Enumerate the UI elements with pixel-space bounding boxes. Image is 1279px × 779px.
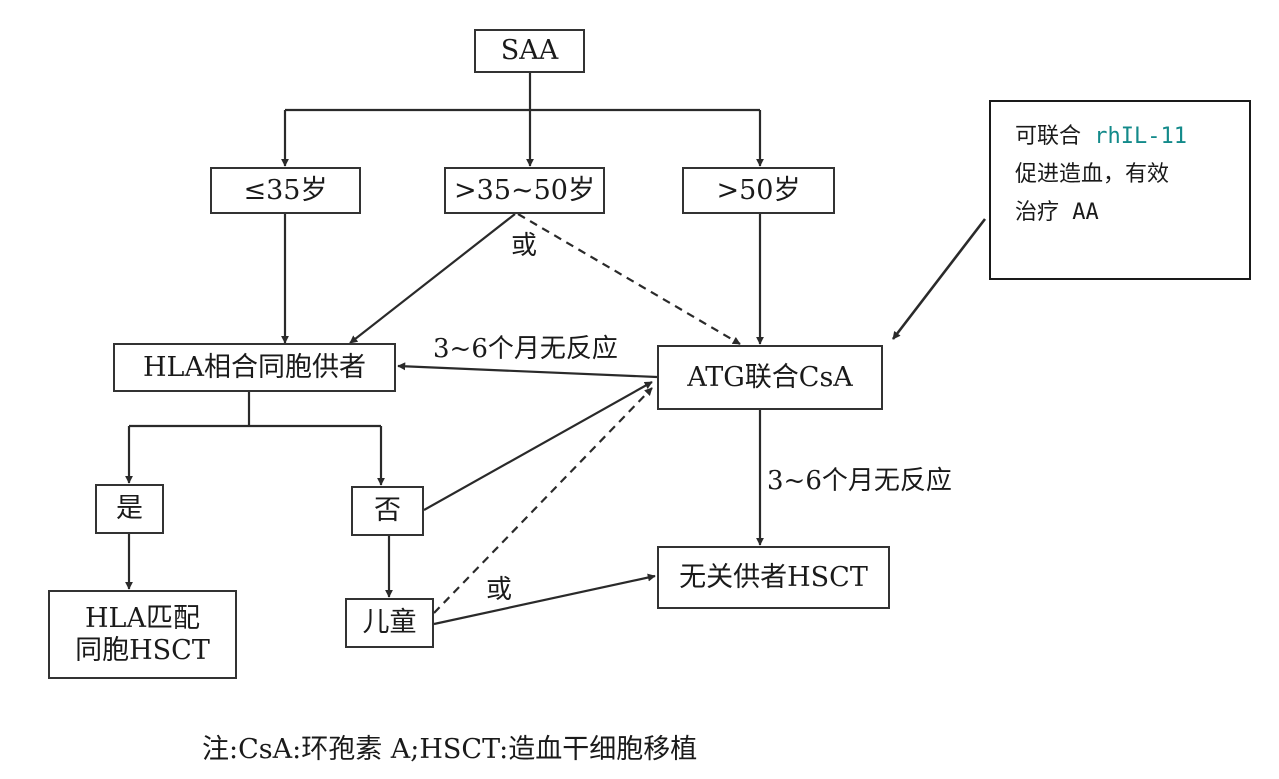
- node-saa-text: SAA: [500, 35, 559, 67]
- arrow-annotation-to-atg: [891, 218, 987, 340]
- annotation-line-1-prefix: 可联合: [1015, 124, 1095, 149]
- node-child: 儿童: [345, 598, 434, 648]
- node-atg-csa: ATG联合CsA: [657, 345, 883, 410]
- edge-label-or-top: 或: [511, 231, 538, 261]
- arrow-35-50-to-atg-dashed: [517, 213, 741, 345]
- node-hla-matched-line2: 同胞HSCT: [75, 634, 210, 666]
- node-hla-matched-sibling-hsct: HLA匹配 同胞HSCT: [48, 590, 237, 679]
- arrow-atg-to-hla-donor: [397, 362, 658, 379]
- node-age-gt50: >50岁: [682, 167, 835, 214]
- node-hla-sibling-donor: HLA相合同胞供者: [113, 343, 396, 392]
- arrow-35-50-to-hla-donor: [349, 213, 516, 344]
- node-unrelated-donor-hsct-text: 无关供者HSCT: [679, 561, 868, 593]
- node-child-text: 儿童: [362, 607, 417, 639]
- node-unrelated-donor-hsct: 无关供者HSCT: [657, 546, 890, 609]
- edge-label-or-bottom: 或: [486, 575, 513, 605]
- edge-label-no-response-left: 3~6个月无反应: [433, 334, 618, 364]
- node-age-35-50-text: >35~50岁: [454, 174, 595, 206]
- edge-label-no-response-down: 3~6个月无反应: [767, 466, 952, 496]
- node-yes: 是: [95, 484, 164, 534]
- node-age-le35: ≤35岁: [210, 167, 361, 214]
- node-hla-matched-line1: HLA匹配: [85, 603, 200, 635]
- node-saa: SAA: [474, 29, 585, 73]
- node-no: 否: [351, 486, 424, 536]
- footnote: 注:CsA:环孢素 A;HSCT:造血干细胞移植: [202, 734, 698, 765]
- node-age-35-50: >35~50岁: [444, 167, 605, 214]
- arrow-child-to-unrelated-hsct: [433, 573, 656, 626]
- annotation-line-2: 促进造血，有效: [1015, 162, 1170, 187]
- node-age-gt50-text: >50岁: [716, 174, 801, 206]
- arrow-no-to-atg: [423, 381, 653, 511]
- annotation-line-1: 可联合 rhIL-11: [1015, 118, 1239, 156]
- node-hla-sibling-donor-text: HLA相合同胞供者: [143, 351, 366, 383]
- annotation-highlight-rhil11: rhIL-11: [1094, 124, 1187, 149]
- node-yes-text: 是: [116, 493, 143, 525]
- annotation-box: 可联合 rhIL-11 促进造血，有效 治疗 AA: [989, 100, 1251, 280]
- node-age-le35-text: ≤35岁: [243, 174, 328, 206]
- node-no-text: 否: [374, 495, 401, 527]
- annotation-line-3: 治疗 AA: [1015, 200, 1099, 225]
- arrow-child-to-atg-dashed: [433, 387, 653, 614]
- node-atg-csa-text: ATG联合CsA: [687, 361, 853, 393]
